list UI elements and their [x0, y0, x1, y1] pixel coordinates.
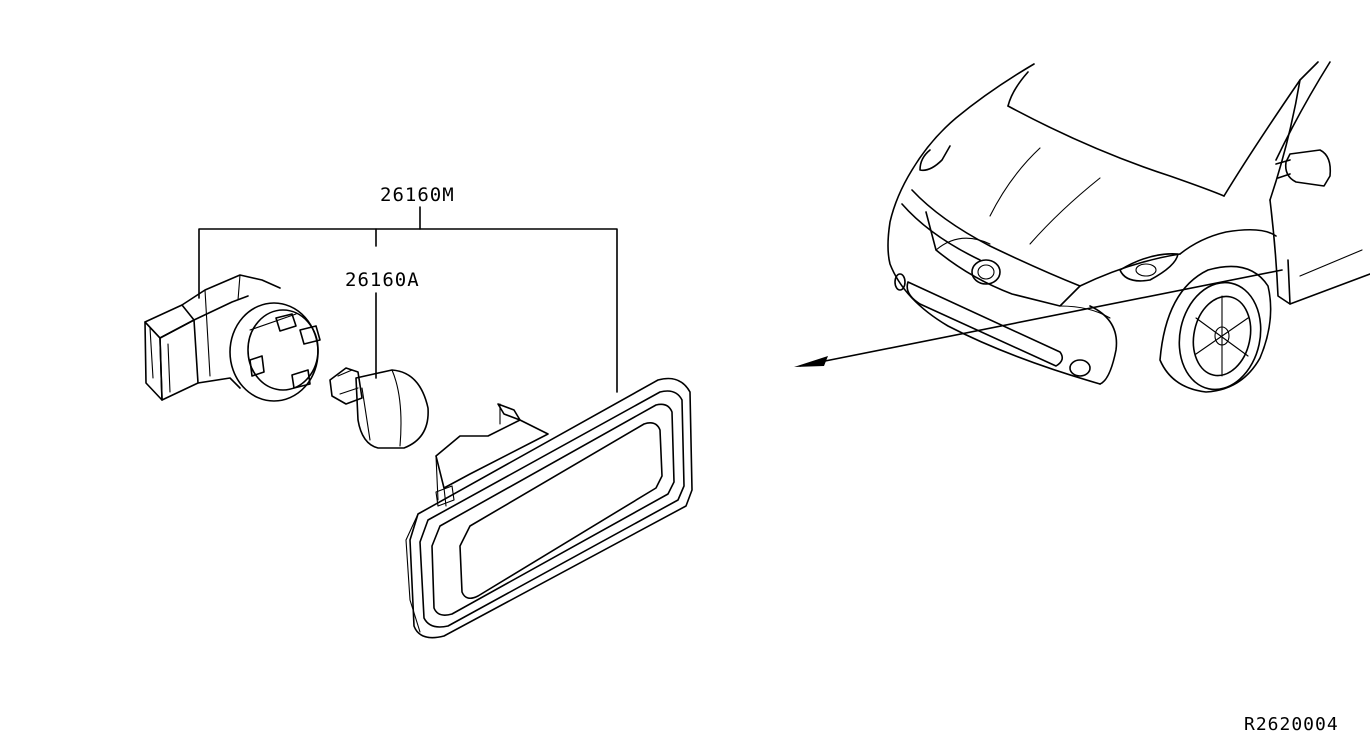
- reference-code: R2620004: [1244, 714, 1339, 735]
- leader-lines: [198, 206, 618, 393]
- location-arrow: [794, 269, 1283, 367]
- side-marker-lamp: [405, 377, 693, 639]
- vehicle-front-view: [887, 61, 1370, 393]
- part-label-26160a: 26160A: [345, 269, 420, 291]
- bulb-socket: [144, 274, 321, 402]
- wedge-bulb: [329, 367, 429, 449]
- part-label-26160m: 26160M: [380, 184, 455, 206]
